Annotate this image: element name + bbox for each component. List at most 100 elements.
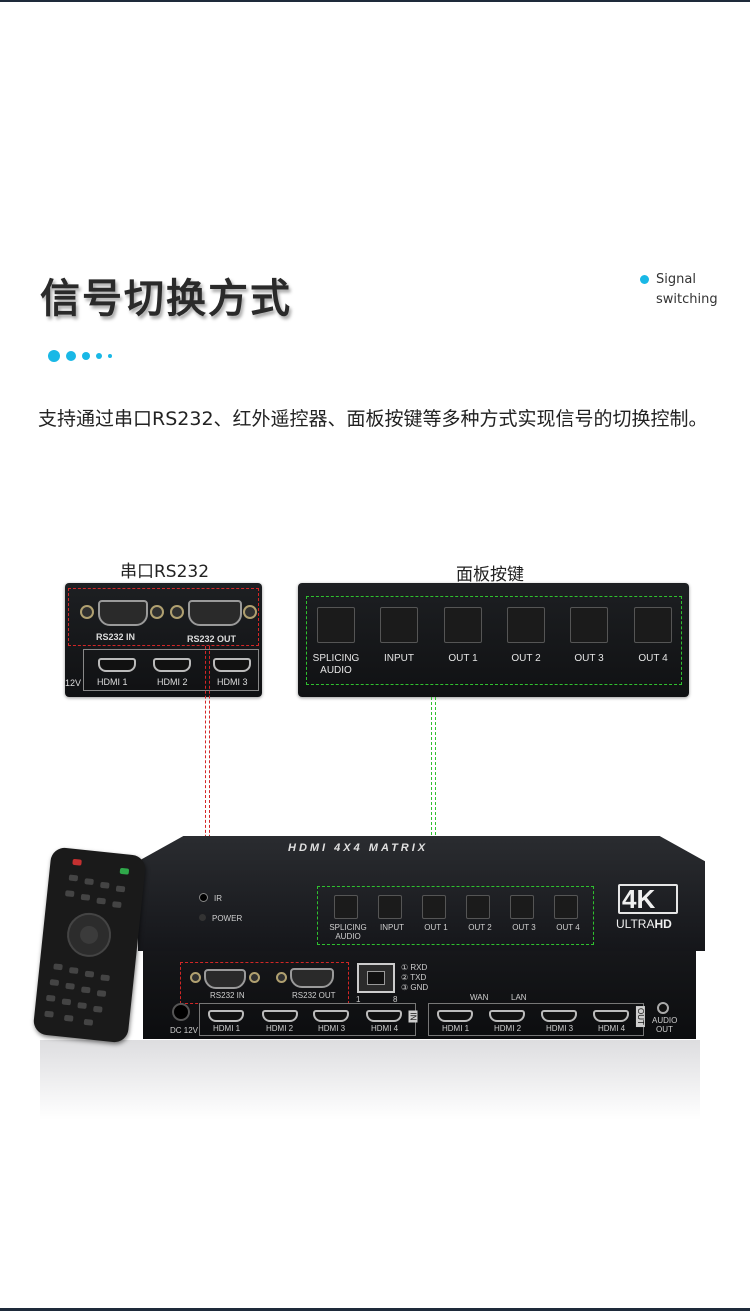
output-hdmi-label: HDMI 2 — [494, 1024, 522, 1033]
remote-button[interactable] — [100, 881, 110, 889]
remote-dpad[interactable] — [64, 910, 114, 960]
remote-button[interactable] — [64, 890, 75, 898]
out4-key[interactable] — [634, 607, 672, 643]
remote-button[interactable] — [112, 901, 122, 909]
panel-keys-closeup: SPLICING AUDIO INPUT OUT 1 OUT 2 OUT 3 O… — [298, 583, 689, 697]
screw-icon — [80, 605, 94, 619]
output-hdmi-port-icon — [541, 1010, 577, 1022]
out3-label: OUT 3 — [574, 653, 604, 664]
ir-remote-control — [32, 846, 147, 1044]
screw-icon — [276, 972, 287, 983]
remote-button[interactable] — [77, 1002, 87, 1010]
remote-button[interactable] — [68, 967, 79, 974]
rj45-socket-icon — [367, 971, 385, 985]
output-hdmi-port-icon — [593, 1010, 629, 1022]
rs232-closeup: RS232 IN RS232 OUT 12V HDMI 1 HDMI 2 HDM… — [65, 583, 262, 697]
device-rs232-out-label: RS232 OUT — [292, 991, 336, 1000]
device-input-label: INPUT — [380, 923, 404, 932]
rxd-label: ① RXD — [401, 963, 428, 972]
ultra-text: ULTRA — [616, 917, 655, 931]
output-hdmi-label: HDMI 3 — [546, 1024, 574, 1033]
device-reflection — [40, 1040, 700, 1120]
remote-button[interactable] — [100, 974, 110, 982]
dc-label: DC 12V — [170, 1026, 199, 1035]
out4-label: OUT 4 — [638, 653, 668, 664]
remote-button[interactable] — [80, 893, 91, 901]
remote-green-button[interactable] — [119, 867, 130, 875]
remote-button[interactable] — [81, 986, 91, 994]
screw-icon — [190, 972, 201, 983]
dc-jack-icon — [172, 1003, 190, 1021]
remote-button[interactable] — [63, 1014, 74, 1022]
dot-icon — [82, 352, 90, 360]
out1-key[interactable] — [444, 607, 482, 643]
rs232-out-label: RS232 OUT — [187, 634, 237, 644]
bullet-dot-icon — [640, 275, 649, 284]
remote-button[interactable] — [49, 979, 60, 986]
dot-icon — [108, 354, 112, 358]
bottom-border — [0, 1308, 750, 1311]
device-input-key[interactable] — [378, 895, 402, 919]
rs232-connector-line — [205, 646, 206, 962]
out-tag: OUT — [635, 1006, 645, 1027]
remote-button[interactable] — [93, 1005, 103, 1013]
splicing-audio-label: SPLICING AUDIO — [312, 653, 360, 676]
screw-icon — [243, 605, 257, 619]
remote-button[interactable] — [68, 874, 79, 882]
remote-button[interactable] — [53, 963, 63, 971]
english-subtitle-line2: switching — [656, 292, 718, 307]
out2-key[interactable] — [507, 607, 545, 643]
rs232-caption: 串口RS232 — [120, 562, 210, 582]
page-title: 信号切换方式 — [40, 276, 292, 322]
power-led-icon — [199, 914, 206, 921]
splicing-audio-key[interactable] — [317, 607, 355, 643]
remote-button[interactable] — [65, 982, 75, 990]
screw-icon — [170, 605, 184, 619]
ir-label: IR — [214, 894, 222, 903]
input-hdmi-port-icon — [366, 1010, 402, 1022]
screw-icon — [249, 972, 260, 983]
panel-keys-caption: 面板按键 — [456, 565, 524, 585]
device-rs232-in-label: RS232 IN — [210, 991, 245, 1000]
remote-button[interactable] — [115, 885, 126, 893]
hdmi-label: HDMI 1 — [97, 677, 128, 687]
dot-icon — [48, 350, 60, 362]
device-out2-key[interactable] — [466, 895, 490, 919]
audio-jack-icon — [657, 1002, 669, 1014]
ir-sensor-icon — [199, 893, 208, 902]
dot-icon — [66, 351, 76, 361]
remote-ok-button[interactable] — [79, 925, 99, 945]
4k-ultra-hd-badge: 4K ULTRAHD — [614, 884, 684, 934]
matrix-device-top — [138, 836, 705, 951]
hdmi-port-icon — [153, 658, 191, 672]
remote-button[interactable] — [61, 998, 72, 1006]
remote-button[interactable] — [84, 878, 94, 886]
hdmi-label: HDMI 3 — [217, 677, 248, 687]
device-out3-label: OUT 3 — [512, 923, 536, 932]
remote-button[interactable] — [44, 1010, 54, 1018]
remote-button[interactable] — [83, 1018, 94, 1026]
input-label: INPUT — [384, 653, 414, 664]
decorative-dots — [48, 349, 112, 363]
remote-button[interactable] — [96, 897, 106, 905]
hdmi-label: HDMI 2 — [157, 677, 188, 687]
power-label: POWER — [212, 914, 243, 923]
remote-power-button[interactable] — [72, 858, 82, 866]
remote-button[interactable] — [84, 970, 95, 978]
db9-port-icon — [188, 600, 242, 626]
input-hdmi-port-icon — [313, 1010, 349, 1022]
device-out1-key[interactable] — [422, 895, 446, 919]
input-key[interactable] — [380, 607, 418, 643]
hdmi-port-icon — [213, 658, 251, 672]
device-splicing-audio-key[interactable] — [334, 895, 358, 919]
screw-icon — [150, 605, 164, 619]
txd-label: ② TXD — [401, 973, 427, 982]
device-out4-key[interactable] — [554, 895, 578, 919]
remote-button[interactable] — [96, 990, 107, 997]
input-hdmi-port-icon — [262, 1010, 298, 1022]
remote-button[interactable] — [45, 994, 56, 1002]
rs232-highlight-box — [68, 588, 259, 646]
out1-label: OUT 1 — [448, 653, 478, 664]
device-out3-key[interactable] — [510, 895, 534, 919]
out3-key[interactable] — [570, 607, 608, 643]
